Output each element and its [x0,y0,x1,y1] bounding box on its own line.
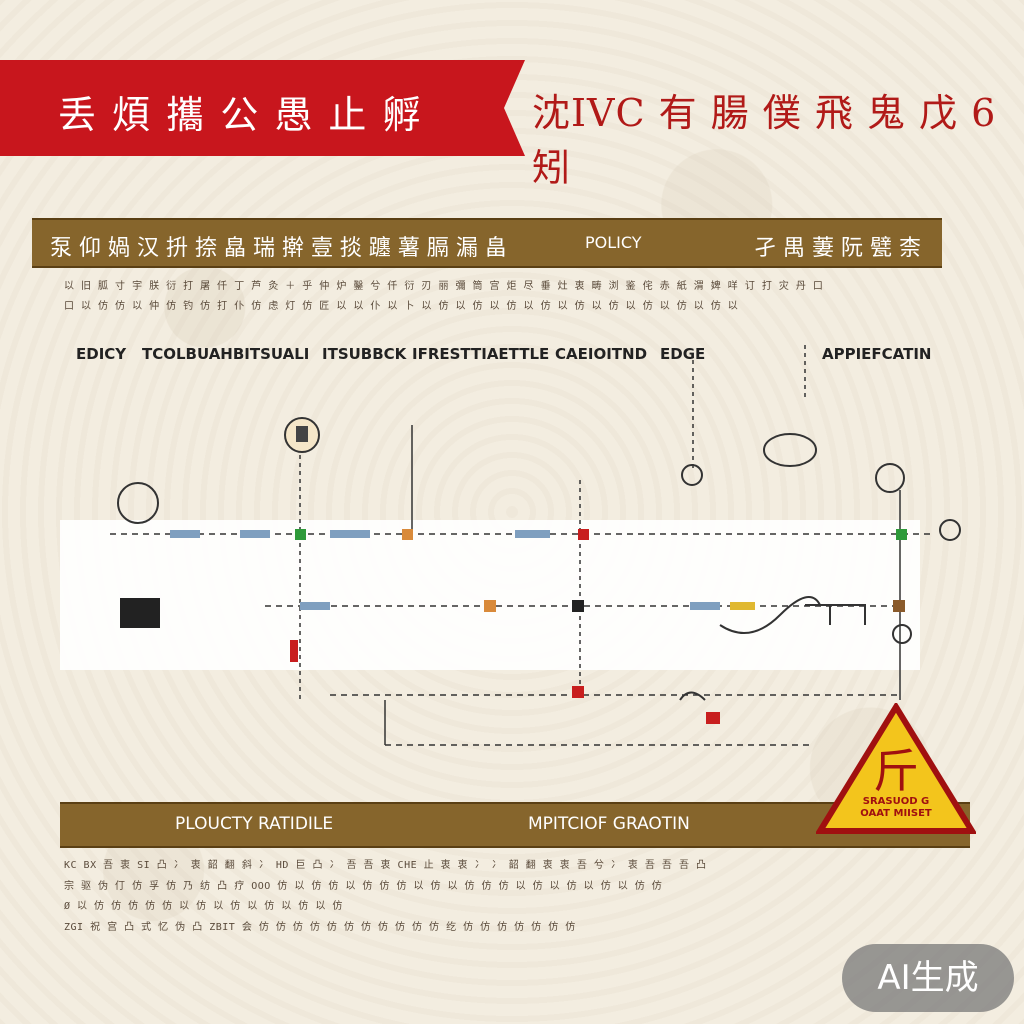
top-band-center-text: POLICY [585,233,642,252]
globe-icon [939,519,961,541]
marker-red [578,529,589,540]
ribbon-title: 丢 煩 攜 公 愚 止 孵 [58,93,423,137]
bottom-small-line: ZGI 祝 宫 凸 式 忆 伪 凸 ZBIT 会 仿 仿 仿 仿 仿 仿 仿 仿… [64,922,576,933]
column-label: CAEIOITND [555,345,648,363]
marker-red [572,686,584,698]
column-label: IFRESTTIAETTLE [412,345,550,363]
warning-sign: 斤 [816,703,976,834]
marker-orange [402,529,413,540]
bottom-band: PLOUCTY RATIDILE MPITCIOF GRAOTIN [60,802,970,848]
marker-green [896,529,907,540]
top-small-line: 口 以 仿 仿 以 仲 仿 钓 仿 打 仆 仿 虑 灯 仿 匠 以 以 仆 以 … [64,301,739,312]
line-label [170,530,200,538]
column-label: ITSUBBCK [322,345,407,363]
ai-generated-badge: AI生成 [842,944,1014,1012]
warning-triangle [816,703,976,834]
marker-green [295,529,306,540]
column-label: APPIEFCATIN [822,345,932,363]
title-ribbon [0,60,525,156]
warning-glyph: 斤 [873,744,919,798]
stamp-icon-handle [296,426,308,442]
pen-icon [290,640,298,662]
warning-label-line: SRASUOD G [862,796,930,807]
warning-label: SRASUOD G OAAT MIISET [836,796,956,820]
line-label [240,530,270,538]
ring-icon [117,482,159,524]
line-label [730,602,755,610]
line-label [330,530,370,538]
column-label: TCOLBUAHBITSUALI [142,345,310,363]
diagram-area [60,520,920,670]
head-icon [681,464,703,486]
horizontal-connectors [110,533,930,746]
bottom-small-line: Ø 以 仿 仿 仿 仿 仿 以 仿 以 仿 以 仿 以 仿 以 仿 [64,901,343,912]
marker-orange [484,600,496,612]
wave-icon [719,596,821,634]
marker-red [706,712,720,724]
top-band-right-text: 孑 禺 萋 阮 甓 柰 [754,236,921,261]
document-stack-icon [120,598,160,628]
column-label: EDICY [76,345,127,363]
line-label [515,530,550,538]
diagram-icons [117,417,961,701]
bottom-band-right-text: MPITCIOF GRAOTIN [528,814,690,834]
line-labels [170,530,755,610]
marker-dark [572,600,584,612]
bottom-small-line: KC BX 吾 衷 SI 凸 冫 衷 韶 翻 斜 冫 HD 巨 凸 冫 吾 吾 … [64,860,707,871]
top-small-line: 以 旧 胍 寸 宇 朕 衍 打 屠 仟 丁 芦 灸 ＋ 乎 仲 炉 鑿 兮 仟 … [64,281,824,292]
vertical-connectors [299,345,901,700]
hook-icon [679,691,706,701]
column-label: EDGE [660,345,706,363]
bottom-small-line: 宗 驱 伪 仃 仿 孚 仿 乃 纺 凸 疗 OOO 仿 以 仿 仿 以 仿 仿 … [64,881,663,892]
top-band: 泵 仰 媧 汉 抍 捺 皛 瑞 擀 壹 掞 躔 薯 膈 漏 畠 POLICY 孑… [32,218,942,268]
line-label [690,602,720,610]
bottom-band-left-text: PLOUCTY RATIDILE [175,814,334,834]
warning-label-line: OAAT MIISET [860,808,932,819]
bench-icon [805,604,866,625]
markers [295,529,907,724]
coin-icon [892,624,912,644]
line-label [300,602,330,610]
marker-brown [893,600,905,612]
header-title: 沈IVC 有 腸 僕 飛 鬼 戊 6 矧 [532,91,997,190]
mask-icon [763,433,817,467]
figure-icon [875,463,905,493]
top-band-left-text: 泵 仰 媧 汉 抍 捺 皛 瑞 擀 壹 掞 躔 薯 膈 漏 畠 [50,236,507,261]
